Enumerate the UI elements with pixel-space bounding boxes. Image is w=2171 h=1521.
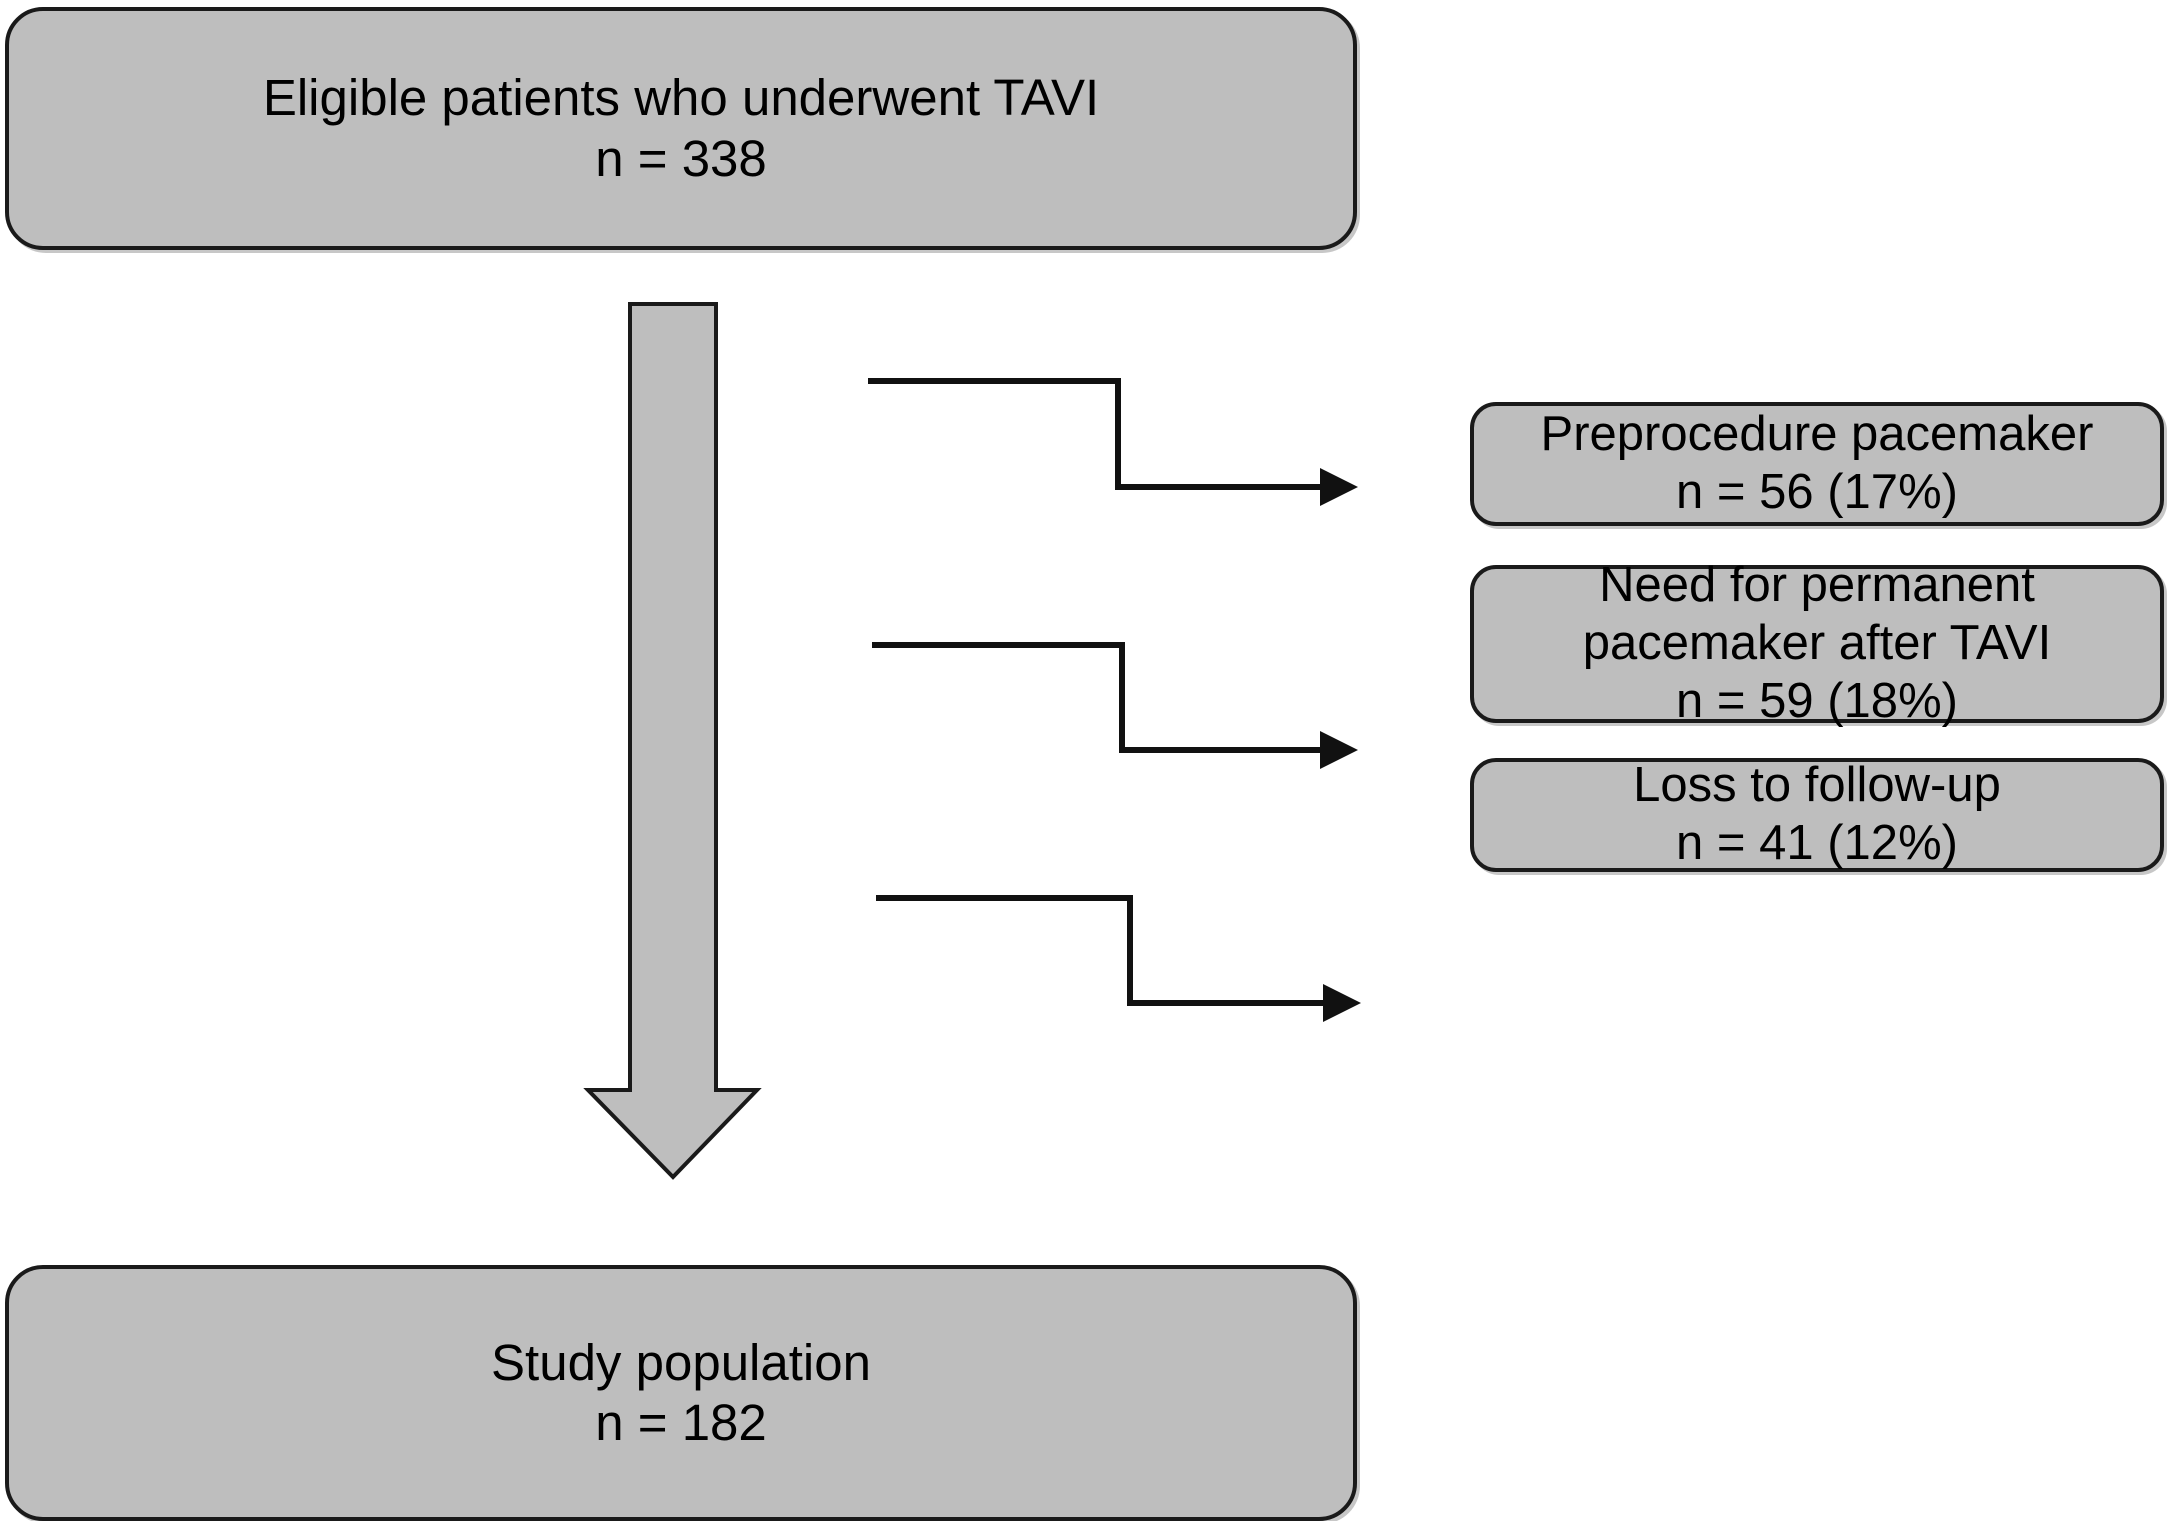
node-need-permanent-pacemaker: Need for permanent pacemaker after TAVI … (1470, 558, 2164, 728)
step-arrow-right-icon-1 (868, 378, 1358, 506)
node-preprocedure-count: n = 56 (17%) (1676, 465, 1958, 519)
node-eligible-patients: Eligible patients who underwent TAVI n =… (5, 7, 1357, 250)
node-loss-followup-count: n = 41 (12%) (1676, 816, 1958, 870)
node-eligible-label: Eligible patients who underwent TAVI (262, 69, 1100, 127)
node-loss-to-follow-up: Loss to follow-up n = 41 (12%) (1470, 758, 2164, 872)
step-arrow-right-icon-2 (872, 642, 1358, 769)
step-arrow-right-icon-3 (876, 895, 1361, 1022)
node-study-population-count: n = 182 (595, 1394, 767, 1451)
node-preprocedure-label-line-1: Preprocedure pacemaker (1540, 407, 2094, 462)
node-need-pacemaker-count: n = 59 (18%) (1676, 673, 1958, 728)
node-loss-followup-label-line-1: Loss to follow-up (1633, 758, 2001, 813)
node-preprocedure-pacemaker: Preprocedure pacemaker n = 56 (17%) (1470, 402, 2164, 526)
node-study-population: Study population n = 182 (5, 1265, 1357, 1521)
node-eligible-count: n = 338 (595, 129, 767, 187)
down-arrow-icon (583, 302, 762, 1180)
node-need-pacemaker-label-line-2: pacemaker after TAVI (1582, 616, 2052, 671)
node-need-pacemaker-label-line-1: Need for permanent (1599, 558, 2035, 613)
node-study-population-label: Study population (491, 1333, 871, 1391)
